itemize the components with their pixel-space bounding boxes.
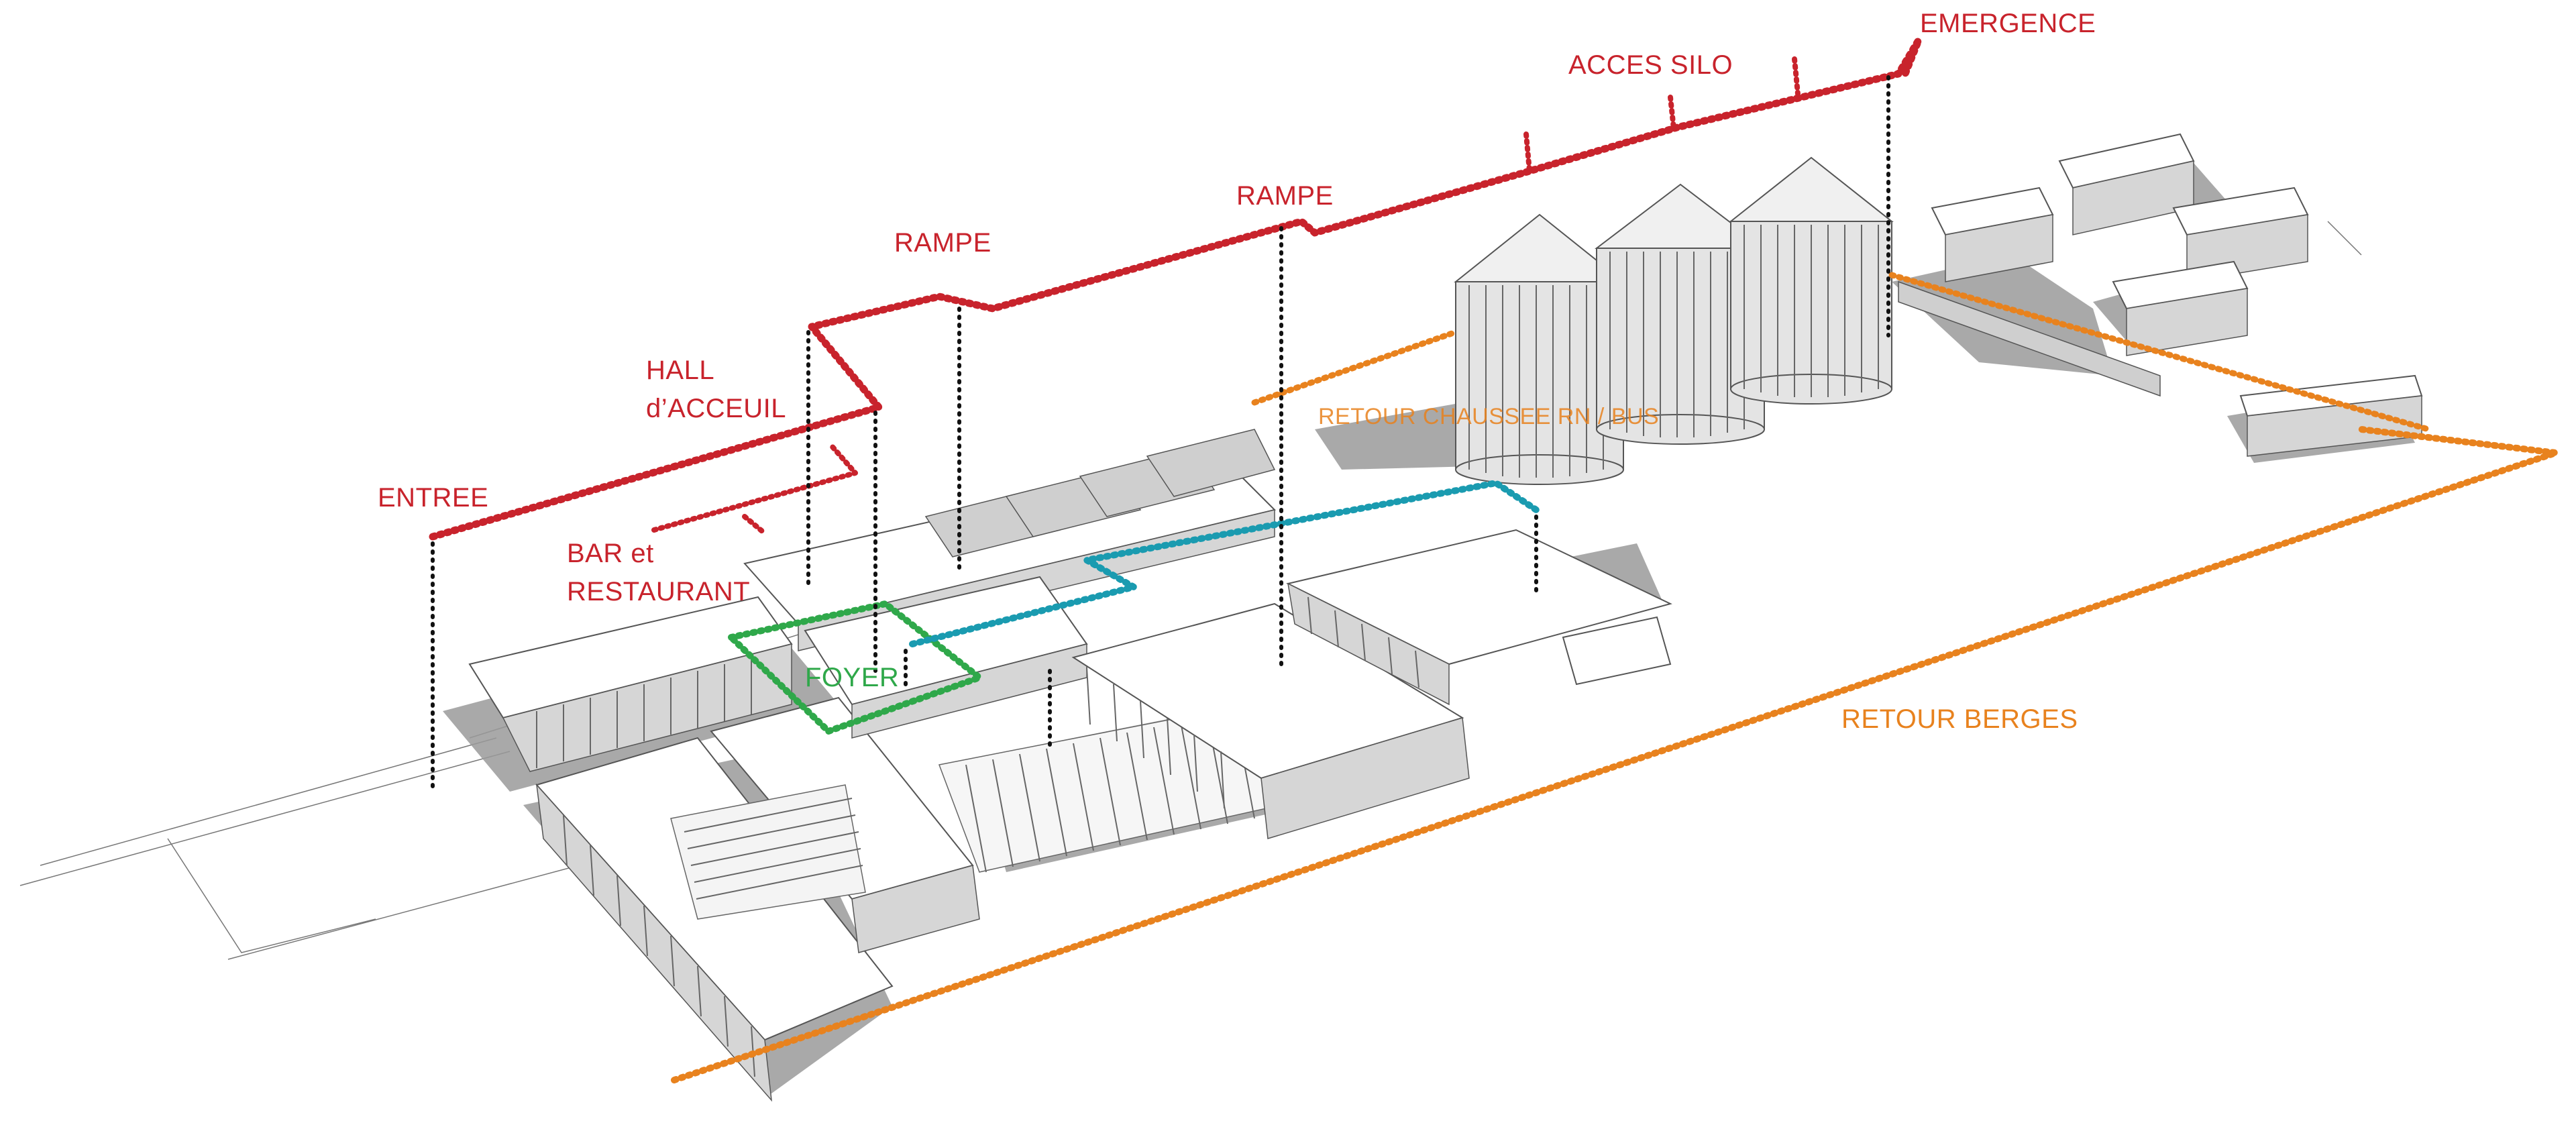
foyer-loop-path bbox=[728, 600, 983, 735]
retour-chaussee-right-path bbox=[1888, 272, 2432, 433]
label-hall-line2: d’ACCEUIL bbox=[646, 394, 786, 423]
label-bar-line1: BAR et bbox=[567, 539, 654, 568]
drop-lines bbox=[431, 75, 1890, 794]
upper-right-buildings bbox=[1892, 133, 2423, 463]
label-retour-chaussee: RETOUR CHAUSSEE RN / BUS bbox=[1318, 404, 1659, 429]
annex-1 bbox=[1931, 186, 2054, 282]
label-rampe-left: RAMPE bbox=[894, 228, 991, 258]
label-emergence: EMERGENCE bbox=[1920, 9, 2096, 38]
retour-chaussee-path bbox=[1251, 329, 1459, 406]
courtyard-slats bbox=[670, 784, 866, 920]
ramp-bridge bbox=[1898, 280, 2161, 397]
acces-silo-tick-3 bbox=[1792, 56, 1801, 97]
acces-silo-tick-2 bbox=[1668, 95, 1676, 131]
central-block bbox=[670, 696, 980, 953]
bar-route-path bbox=[651, 443, 858, 533]
annex-2 bbox=[2058, 133, 2195, 235]
label-rampe-right: RAMPE bbox=[1236, 181, 1334, 211]
main-complex bbox=[443, 429, 1672, 1102]
silo-3 bbox=[1729, 156, 1894, 405]
silos bbox=[1315, 156, 1894, 485]
annex-5 bbox=[2239, 374, 2423, 457]
retour-berges-path bbox=[671, 426, 2559, 1083]
label-retour-berges: RETOUR BERGES bbox=[1841, 704, 2078, 734]
pergola-block bbox=[938, 704, 1282, 873]
label-entree: ENTREE bbox=[378, 483, 488, 513]
middle-wing bbox=[1071, 602, 1470, 839]
east-wing bbox=[1286, 529, 1672, 706]
label-hall-line1: HALL bbox=[646, 356, 714, 385]
label-bar-line2: RESTAURANT bbox=[567, 577, 750, 606]
west-wing bbox=[468, 596, 793, 772]
label-foyer: FOYER bbox=[805, 663, 899, 692]
acces-silo-tick-1 bbox=[1523, 131, 1532, 174]
upper-loop-path bbox=[909, 480, 1540, 647]
main-route-path bbox=[429, 36, 1923, 541]
silo-1 bbox=[1454, 213, 1625, 485]
annex-4 bbox=[2112, 260, 2249, 356]
label-acces-silo: ACCES SILO bbox=[1568, 50, 1733, 80]
silo-2 bbox=[1595, 183, 1766, 445]
labels: EMERGENCE ACCES SILO RAMPE RAMPE HALL d’… bbox=[378, 9, 2096, 734]
bar-route-tick bbox=[742, 514, 767, 536]
